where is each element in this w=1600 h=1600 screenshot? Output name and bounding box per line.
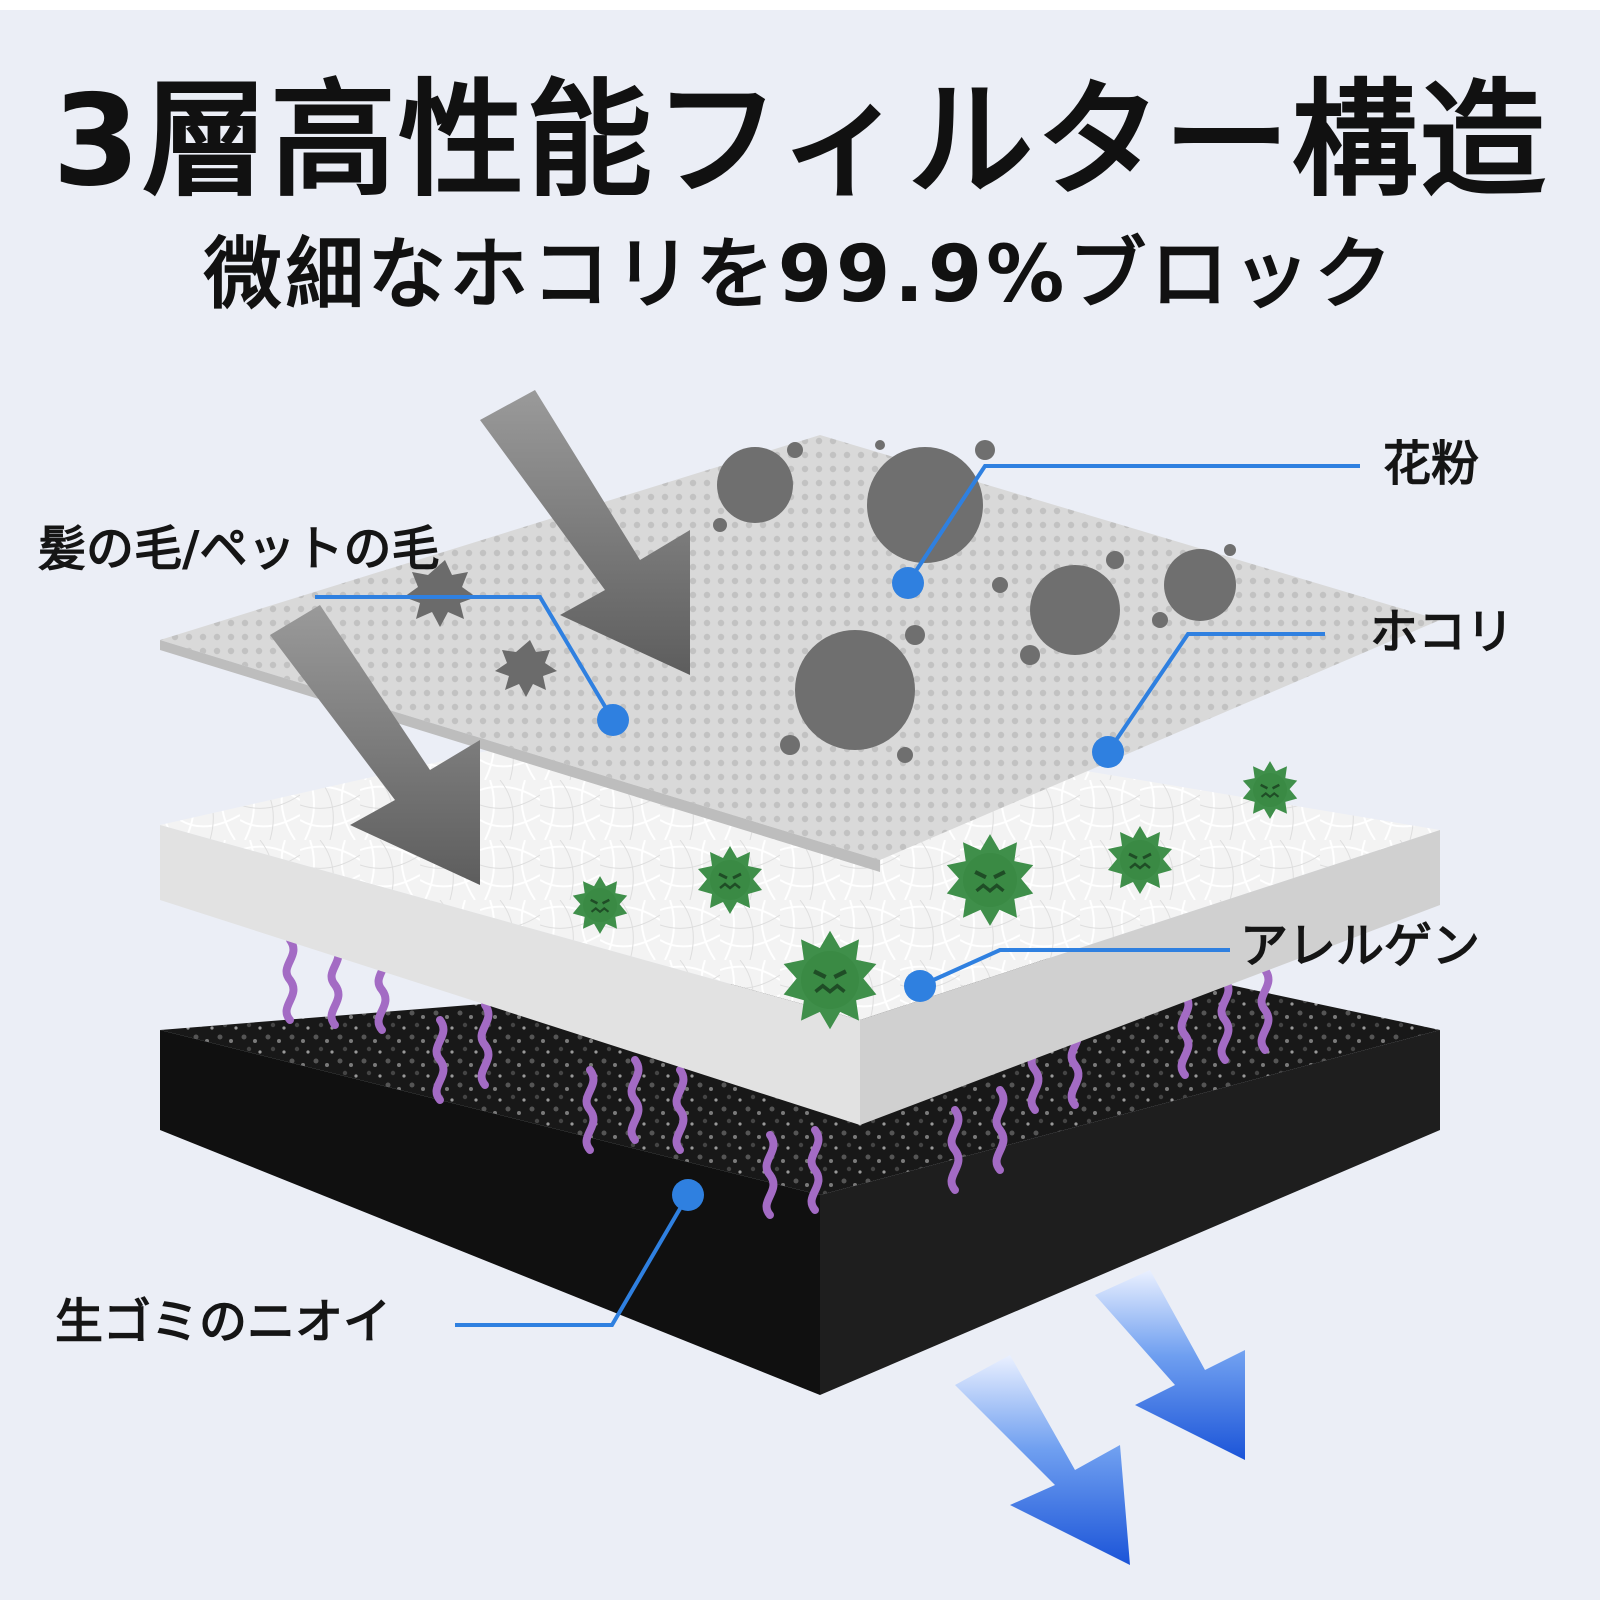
down-arrow-icon-out xyxy=(955,1270,1245,1565)
page-title: 3層高性能フィルター構造 xyxy=(52,67,1548,214)
callout-lines xyxy=(315,464,1360,1327)
callout-hair: 髪の毛/ペットの毛 xyxy=(38,521,440,577)
callout-pollen: 花粉 xyxy=(1383,436,1480,492)
down-arrow-icon xyxy=(270,390,690,885)
callout-dots xyxy=(597,567,1124,1211)
page-subtitle: 微細なホコリを99.9%ブロック xyxy=(203,230,1397,320)
germ-icon-gray xyxy=(404,560,557,697)
callout-dust: ホコリ xyxy=(1370,604,1515,660)
callout-odor: 生ゴミのニオイ xyxy=(55,1294,392,1350)
callout-allergen: アレルゲン xyxy=(1240,918,1481,974)
pollen-particle-icon xyxy=(713,440,1236,763)
